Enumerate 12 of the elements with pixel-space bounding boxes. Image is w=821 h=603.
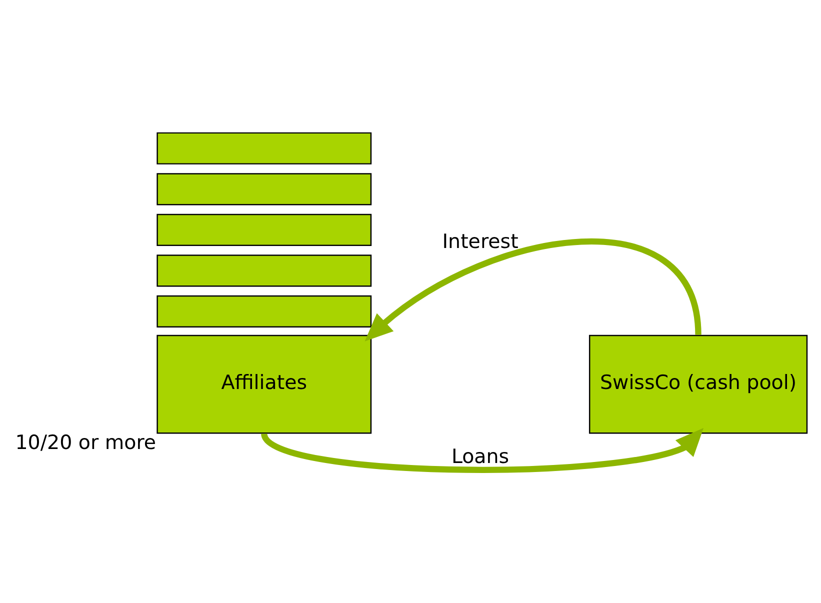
node-box <box>156 173 372 206</box>
node-box: SwissCo (cash pool) <box>588 334 808 434</box>
node-label: 10/20 or more <box>15 430 156 454</box>
arrow <box>262 428 704 473</box>
node-box <box>156 254 372 287</box>
node-box <box>156 295 372 328</box>
edge-label: Interest <box>442 230 518 254</box>
node-box <box>156 132 372 164</box>
arrow <box>364 238 702 342</box>
edge-label: Loans <box>451 445 510 468</box>
node-box: Affiliates <box>156 334 372 434</box>
node-box <box>156 214 372 246</box>
